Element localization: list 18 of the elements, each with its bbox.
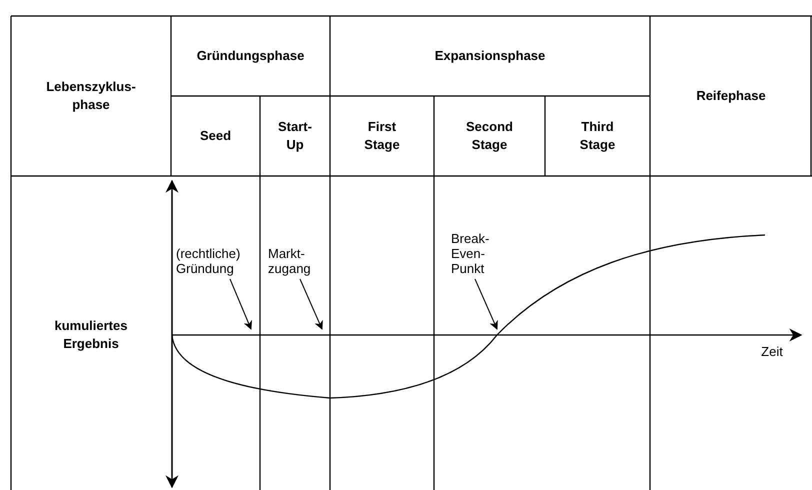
stage-heading: Third Stage — [578, 118, 616, 154]
leader-arrow — [230, 278, 252, 330]
axis-label: Zeit — [761, 343, 783, 361]
phase-heading: Expansionsphase — [434, 47, 546, 65]
leader-arrow — [300, 278, 323, 330]
phase-heading: Reifephase — [696, 87, 766, 105]
annotation-text: Markt- zugang — [268, 246, 318, 276]
time-axis — [172, 328, 802, 342]
row-heading: kumuliertes Ergebnis — [54, 317, 128, 353]
phase-heading: Lebenszyklus- phase — [45, 78, 137, 114]
stage-heading: First Stage — [363, 118, 401, 154]
annotation-text: (rechtliche) Gründung — [176, 246, 258, 276]
phase-heading: Gründungsphase — [196, 47, 304, 65]
stage-heading: Seed — [200, 127, 232, 145]
stage-heading: Start- Up — [277, 118, 313, 154]
annotation-text: Break- Even- Punkt — [451, 231, 503, 276]
leader-arrow — [474, 278, 498, 330]
stage-heading: Second Stage — [465, 118, 514, 154]
